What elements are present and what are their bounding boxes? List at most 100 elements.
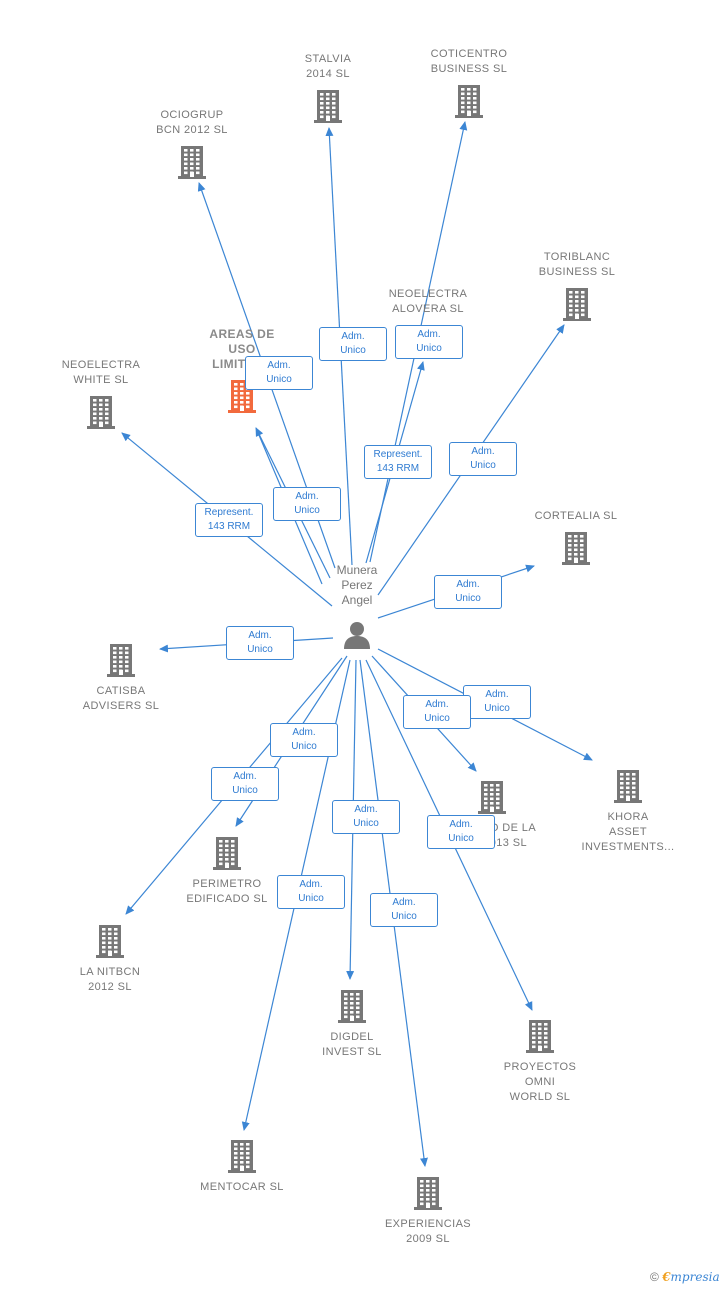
building-icon <box>228 1140 256 1173</box>
edge-label-neoelectra-alovera[interactable]: Represent.143 RRM <box>364 445 432 479</box>
company-node-cortealia[interactable]: CORTEALIA SL <box>511 509 641 566</box>
edge-label-text: Adm. <box>417 329 441 340</box>
edge-label-khora[interactable]: Adm. Unico <box>463 685 531 719</box>
company-label-line: LA NITBCN <box>79 966 141 978</box>
edge-label-text: Adm. <box>354 804 378 815</box>
company-label-line: OCIOGRUP <box>160 109 224 121</box>
edge-label-mentocar[interactable]: Adm. Unico <box>277 875 345 909</box>
edge-label-perimetro[interactable]: Adm. Unico <box>270 723 338 757</box>
company-label-line: EDIFICADO SL <box>186 893 268 905</box>
company-label-line: INVEST SL <box>322 1046 382 1058</box>
edge-label-text: Represent. <box>204 507 254 518</box>
building-icon <box>338 990 366 1023</box>
company-label-line: 2014 SL <box>306 68 350 80</box>
brand-logo-letter: € <box>662 1270 671 1284</box>
edge-label-proyectos[interactable]: Adm. Unico <box>427 815 495 849</box>
edge-label-experiencias[interactable]: Adm. Unico <box>370 893 438 927</box>
edge-label-text: Adm. <box>471 446 495 457</box>
edge-label-ociogrup[interactable]: Adm. Unico <box>245 356 313 390</box>
company-label-line: WHITE SL <box>73 374 129 386</box>
edge-label-cortealia[interactable]: Adm. Unico <box>434 575 502 609</box>
building-icon <box>107 644 135 677</box>
edge-label-text: Unico <box>455 593 481 604</box>
edge-label-text: Unico <box>266 374 292 385</box>
building-icon <box>614 770 642 803</box>
company-label-line: OMNI <box>524 1076 556 1088</box>
company-label-line: NEOELECTRA <box>388 288 468 300</box>
edge-label-text: Adm. <box>449 819 473 830</box>
company-label-line: BCN 2012 SL <box>156 124 228 136</box>
company-label-line: ALOVERA SL <box>392 303 464 315</box>
edge-label-text: Adm. <box>267 360 291 371</box>
building-icon <box>314 90 342 123</box>
company-label-line: PERIMETRO <box>192 878 262 890</box>
edge-label-text: Unico <box>294 505 320 516</box>
building-icon <box>178 146 206 179</box>
edge-label-text: Unico <box>232 785 258 796</box>
company-label-line: ASSET <box>608 826 648 838</box>
company-node-mentocar[interactable]: MENTOCAR SL <box>177 1138 307 1195</box>
company-label-line: CORTEALIA SL <box>534 510 618 522</box>
edge-label-text: 143 RRM <box>207 521 251 532</box>
edge-label-text: Unico <box>247 644 273 655</box>
edge-label-la-nitbcn[interactable]: Adm. Unico <box>211 767 279 801</box>
edge-label-text: Adm. <box>292 727 316 738</box>
building-icon <box>478 781 506 814</box>
edge-label-text: Adm. <box>485 689 509 700</box>
edge-label-coticentro[interactable]: Adm. Unico <box>395 325 463 359</box>
edge-label-areas-de-uso[interactable]: Adm. Unico <box>273 487 341 521</box>
edge-label-digdel[interactable]: Adm. Unico <box>332 800 400 834</box>
company-label-line: STALVIA <box>304 53 352 65</box>
edge-label-text: Unico <box>353 818 379 829</box>
building-icon <box>87 396 115 429</box>
person-name-line-1: Munera <box>336 563 378 577</box>
building-icon <box>213 837 241 870</box>
building-icon <box>455 85 483 118</box>
edge-label-text: Adm. <box>299 879 323 890</box>
edge-label-text: Unico <box>298 893 324 904</box>
edge-label-text: Adm. <box>295 491 319 502</box>
company-label-line: INVESTMENTS... <box>581 841 675 853</box>
edge-label-text: Unico <box>391 911 417 922</box>
edge-label-text: Adm. <box>233 771 257 782</box>
edge-label-text: Unico <box>416 343 442 354</box>
edge-label-text: Unico <box>291 741 317 752</box>
person-name-line-3: Angel <box>341 593 373 607</box>
edge-label-text: Adm. <box>392 897 416 908</box>
edge-label-neoelectra-white[interactable]: Represent. 143 RRM <box>195 503 263 537</box>
company-node-stalvia[interactable]: STALVIA 2014 SL <box>263 52 393 124</box>
company-label-line: 2009 SL <box>406 1233 450 1245</box>
company-label-line: COTICENTRO <box>430 48 508 60</box>
brand-logo: €mpresia <box>662 1270 719 1284</box>
company-label-line: MENTOCAR SL <box>200 1181 284 1193</box>
building-icon <box>526 1020 554 1053</box>
edge-label-espacio[interactable]: Adm.Unico <box>403 695 471 729</box>
edge-label-text: 143 RRM <box>376 463 420 474</box>
edge-label-catisba[interactable]: Adm. Unico <box>226 626 294 660</box>
company-label-line: BUSINESS SL <box>538 266 616 278</box>
company-node-ociogrup[interactable]: OCIOGRUP BCN 2012 SL <box>127 108 257 180</box>
edge-label-text: Unico <box>448 833 474 844</box>
edge-label-stalvia[interactable]: Adm.Unico <box>319 327 387 361</box>
company-node-perimetro[interactable]: PERIMETRO EDIFICADO SL <box>162 835 292 907</box>
company-label-line: AREAS DE <box>209 327 275 341</box>
company-label-line: WORLD SL <box>509 1091 571 1103</box>
building-icon <box>96 925 124 958</box>
edge-label-text: Adm. <box>248 630 272 641</box>
brand-logo-text: mpresia <box>670 1270 720 1284</box>
edge-label-text: Unico <box>484 703 510 714</box>
edge-label-toriblanc[interactable]: Adm.Unico <box>449 442 517 476</box>
center-person-node[interactable]: Munera Perez Angel <box>317 563 397 650</box>
building-icon <box>414 1177 442 1210</box>
edge-label-text: Adm. <box>456 579 480 590</box>
edge-label-text: Adm. <box>425 699 449 710</box>
